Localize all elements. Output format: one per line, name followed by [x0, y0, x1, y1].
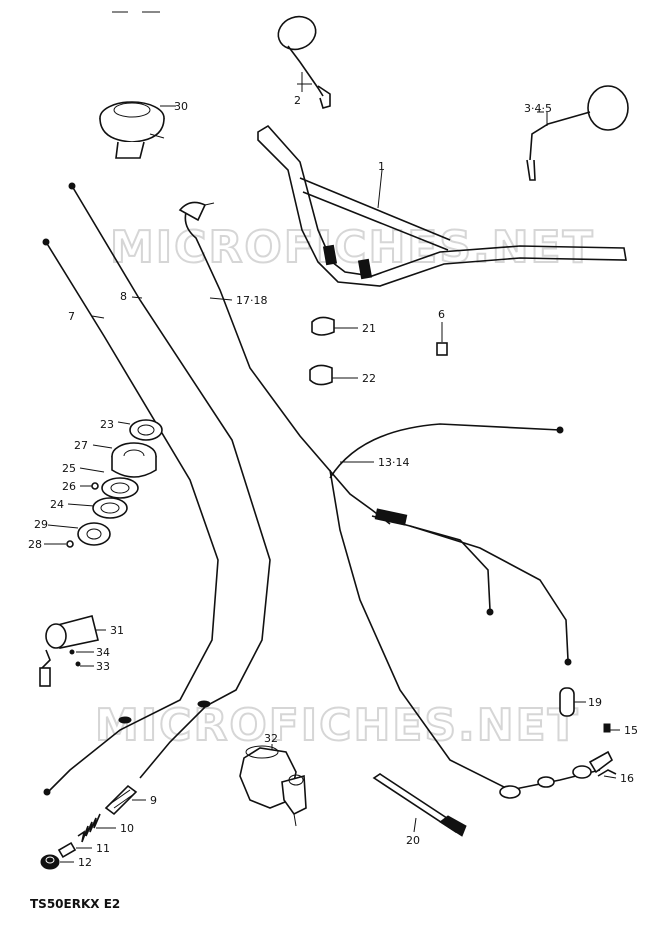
callout-13-14: 13·14: [378, 456, 410, 469]
callout-11: 11: [96, 842, 110, 855]
mirror-right-part[interactable]: [526, 85, 629, 181]
watermark-bottom: MICROFICHES.NET: [95, 700, 580, 751]
callout-33: 33: [96, 660, 110, 673]
callout-20: 20: [406, 834, 420, 847]
clamp-22-part[interactable]: [309, 364, 358, 386]
callout-31: 31: [110, 624, 124, 637]
mirror-left-part[interactable]: [274, 11, 331, 109]
callout-24: 24: [50, 498, 64, 511]
cable-tie-20-part[interactable]: [372, 773, 467, 837]
screw-15-part[interactable]: [603, 723, 611, 733]
clamp-21-part[interactable]: [311, 316, 358, 336]
switch-unit-32-part[interactable]: [239, 745, 307, 827]
callout-17-18: 17·18: [236, 294, 268, 307]
watermark-top: MICROFICHES.NET: [110, 222, 595, 273]
spring-10-part[interactable]: [77, 813, 101, 843]
callout-8: 8: [120, 290, 127, 303]
handlebar-part[interactable]: [257, 124, 627, 287]
callout-19: 19: [588, 696, 602, 709]
callout-9: 9: [150, 794, 157, 807]
bolt-part[interactable]: [436, 322, 448, 356]
callout-22: 22: [362, 372, 376, 385]
diagram-code: TS50ERKX E2: [30, 897, 120, 911]
callout-25: 25: [62, 462, 76, 475]
callout-23: 23: [100, 418, 114, 431]
callout-3-4-5: 3·4·5: [524, 102, 552, 115]
callout-15: 15: [624, 724, 638, 737]
clip-16-part[interactable]: [597, 769, 617, 777]
leader-lines: [44, 72, 620, 863]
callout-28: 28: [28, 538, 42, 551]
callout-27: 27: [74, 439, 88, 452]
cable-7-part[interactable]: [42, 238, 219, 796]
ignition-switch-part[interactable]: [39, 615, 99, 687]
ring-stack-part[interactable]: [66, 419, 163, 548]
callout-12: 12: [78, 856, 92, 869]
cable-8-part[interactable]: [68, 182, 271, 779]
callout-1: 1: [378, 160, 385, 173]
cable-17-18-part[interactable]: [178, 201, 391, 525]
bell-part[interactable]: [99, 101, 176, 159]
cap-12-part[interactable]: [40, 854, 60, 870]
boot-19-part[interactable]: [559, 687, 575, 717]
cable-13-14-part[interactable]: [329, 423, 614, 799]
callout-29: 29: [34, 518, 48, 531]
callout-32: 32: [264, 732, 278, 745]
callout-16: 16: [620, 772, 634, 785]
callout-10: 10: [120, 822, 134, 835]
nut-11-part[interactable]: [57, 841, 77, 859]
callout-26: 26: [62, 480, 76, 493]
callout-34: 34: [96, 646, 110, 659]
callout-30: 30: [174, 100, 188, 113]
callout-7: 7: [68, 310, 75, 323]
callout-6: 6: [438, 308, 445, 321]
adjuster-9-part[interactable]: [104, 784, 138, 816]
callout-2: 2: [294, 94, 301, 107]
callout-21: 21: [362, 322, 376, 335]
